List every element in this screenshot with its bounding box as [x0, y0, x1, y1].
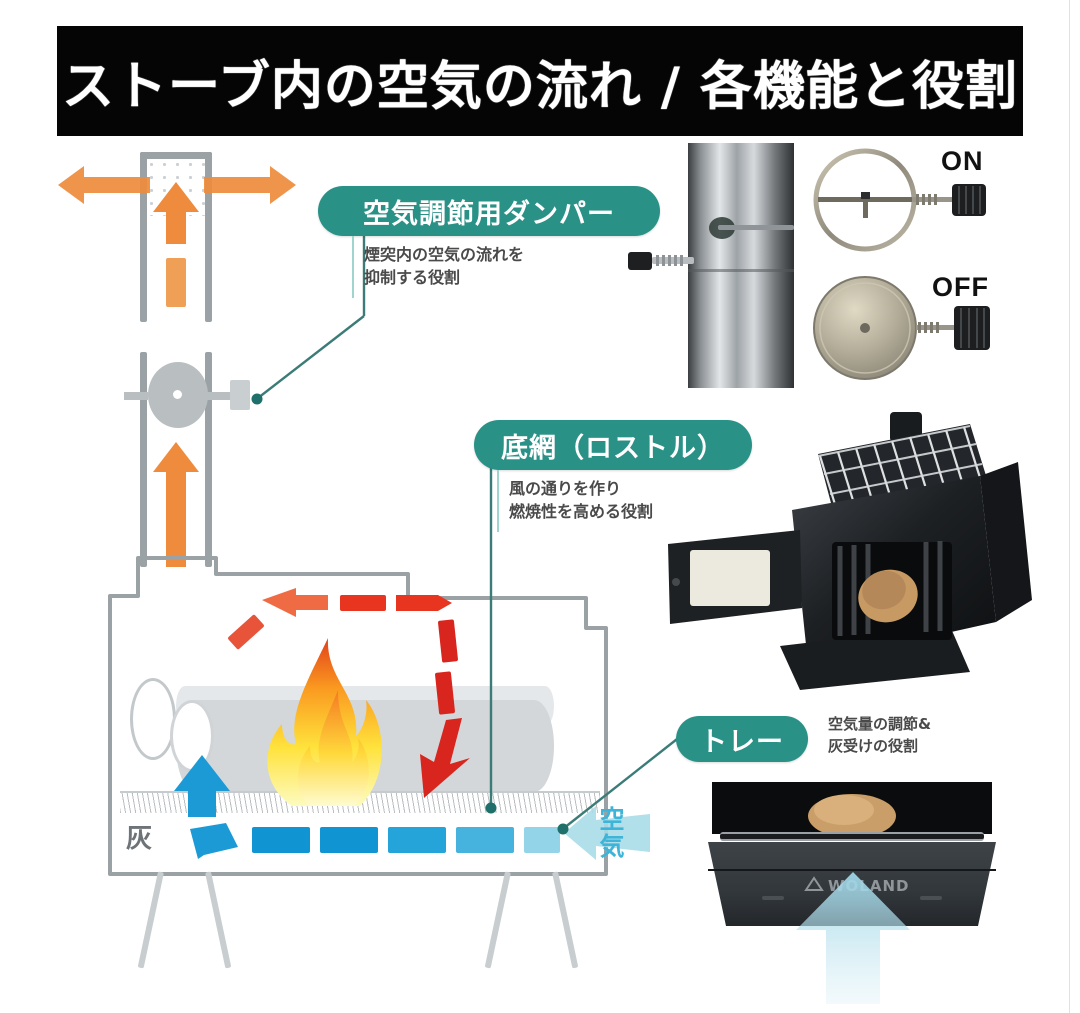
air-inlet-label: 空気 — [596, 806, 625, 860]
photo-tray: WOLAND — [702, 778, 1002, 938]
flame-icon — [267, 638, 382, 806]
callout-damper-label: 空気調節用ダンパー — [363, 198, 615, 230]
damper-on-label: ON — [941, 146, 984, 176]
tray-leader-line — [557, 731, 687, 835]
chamber-end-cap-outer — [130, 678, 176, 760]
chimney-wall-left-upper — [140, 152, 147, 322]
damper-off-label: OFF — [932, 272, 989, 302]
callout-tray-description: 空気量の調節& 灰受けの役割 — [828, 715, 932, 755]
page-edge-rule — [1069, 0, 1070, 1013]
callout-grate-pill[interactable]: 底網（ロストル） — [474, 420, 752, 470]
damper-leader-line — [251, 230, 366, 405]
callout-damper-pill[interactable]: 空気調節用ダンパー — [318, 186, 660, 236]
stove-leg-right — [552, 871, 579, 969]
photo-chimney-pipe — [688, 143, 794, 388]
callout-damper-rule — [352, 236, 354, 298]
callout-tray-label: トレー — [700, 726, 784, 758]
callout-grate-rule — [497, 470, 499, 532]
callout-grate-label: 底網（ロストル） — [501, 432, 725, 464]
chimney-lower-updraft-arrow — [153, 442, 199, 567]
hot-gas-circulation-arrow — [228, 588, 470, 798]
damper-knob — [230, 380, 250, 410]
chimney-wall-left-lower — [140, 352, 147, 567]
ash-label: 灰 — [126, 824, 153, 854]
title-banner: ストーブ内の空気の流れ / 各機能と役割 — [57, 26, 1023, 136]
damper-rod-left — [124, 392, 148, 400]
air-intake-arrow — [174, 755, 560, 859]
smoke-out-arrow-left — [58, 166, 150, 204]
photo-stove-with-grate — [640, 410, 1040, 710]
stove-leg-right-inner — [484, 871, 511, 969]
chimney-wall-right-upper — [205, 152, 212, 322]
chimney-updraft-arrow — [153, 182, 199, 307]
stove-leg-left-inner — [205, 871, 232, 969]
grate-leader-line — [485, 455, 497, 814]
chimney-top-cap — [140, 152, 212, 159]
chimney-wall-right-lower — [205, 352, 212, 567]
page-title: ストーブ内の空気の流れ / 各機能と役割 — [61, 56, 1019, 117]
air-inlet-arrow — [564, 806, 650, 860]
damper-hub — [173, 390, 182, 399]
callout-grate-description: 風の通りを作り 燃焼性を高める役割 — [509, 479, 654, 522]
photo-damper-on — [812, 148, 1002, 253]
callout-tray-pill[interactable]: トレー — [676, 716, 808, 762]
smoke-out-arrow-right — [204, 166, 296, 204]
photo-damper-off — [812, 276, 1002, 381]
photo-chimney-damper-handle — [628, 246, 694, 278]
stove-leg-left — [137, 871, 164, 969]
callout-damper-description: 煙突内の空気の流れを 抑制する役割 — [364, 245, 525, 288]
damper-rod-right — [205, 392, 237, 400]
tray-air-arrow — [796, 872, 910, 1004]
